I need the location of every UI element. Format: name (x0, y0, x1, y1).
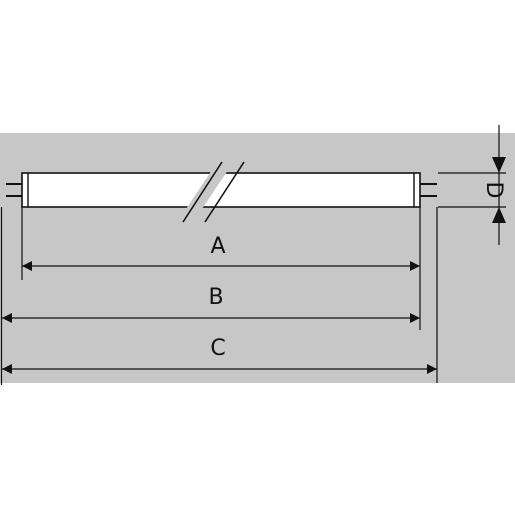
dimension-d-arrow-top (492, 157, 506, 173)
dimension-b-label: B (208, 285, 223, 310)
break-gap (184, 170, 228, 212)
dimension-d-arrow-bottom (492, 207, 506, 223)
dimension-d-label: D (481, 182, 506, 199)
dimension-a-label: A (210, 234, 225, 259)
break-line-left (182, 161, 223, 223)
right-pins (420, 183, 437, 197)
left-pins (6, 183, 22, 197)
break-line-right (204, 161, 245, 223)
dimension-c-label: C (210, 336, 225, 361)
